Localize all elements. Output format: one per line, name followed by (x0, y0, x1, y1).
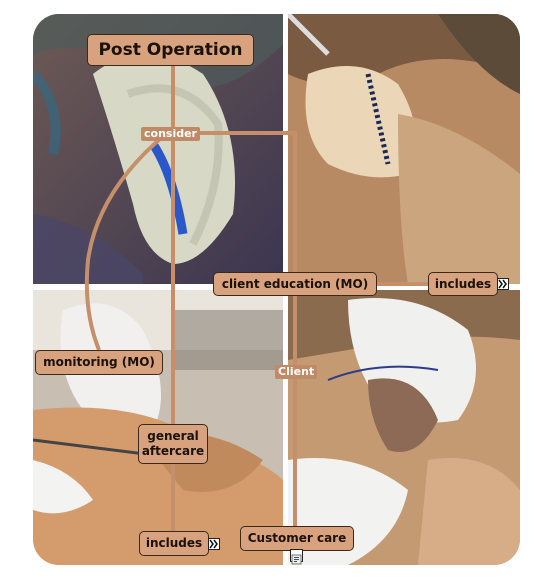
note-icon[interactable] (290, 549, 303, 565)
node-includes-bottom[interactable]: includes (139, 531, 209, 556)
node-client-education[interactable]: client education (MO) (213, 272, 377, 296)
node-customer-care[interactable]: Customer care (240, 526, 354, 551)
node-includes-right[interactable]: includes (428, 272, 498, 296)
photo-top-right (288, 14, 520, 284)
includes-right-label: includes (434, 276, 492, 291)
monitoring-label: monitoring (MO) (43, 355, 155, 369)
general-aftercare-label: general aftercare (141, 429, 205, 458)
expand-arrows-icon[interactable] (497, 278, 509, 290)
link-label-client: Client (275, 365, 318, 379)
root-node-post-operation[interactable]: Post Operation (87, 34, 254, 66)
expand-arrows-icon[interactable] (208, 538, 220, 550)
node-general-aftercare[interactable]: general aftercare (138, 424, 208, 464)
link-label-consider: consider (141, 127, 200, 141)
photo-bottom-right (288, 290, 520, 565)
root-label: Post Operation (98, 39, 243, 60)
node-monitoring[interactable]: monitoring (MO) (35, 350, 163, 375)
customer-care-label: Customer care (247, 531, 347, 545)
client-education-label: client education (MO) (221, 276, 369, 291)
includes-bottom-label: includes (145, 536, 203, 550)
